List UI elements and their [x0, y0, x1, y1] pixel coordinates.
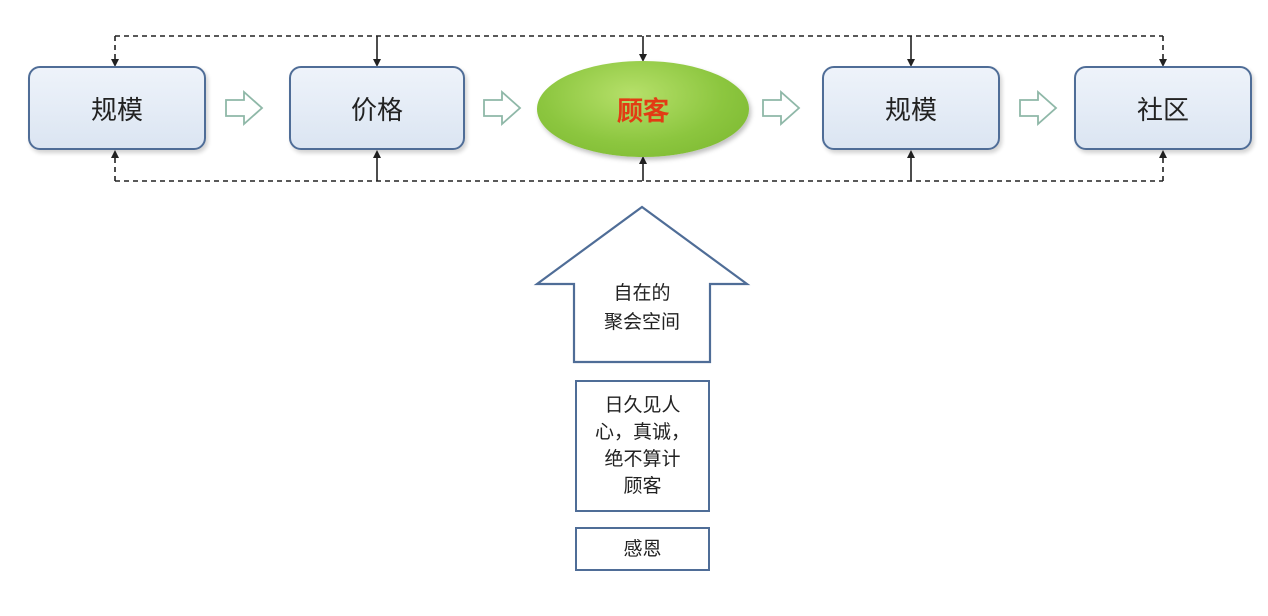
node-customer: 顾客 [537, 61, 749, 157]
foundation-up-arrow [533, 205, 751, 364]
node-customer-label: 顾客 [616, 96, 669, 127]
foundation-arrow-text: 自在的 聚会空间 [603, 282, 680, 333]
node-price: 价格 [289, 66, 465, 150]
gratitude-box: 感恩 [575, 527, 710, 571]
node-scale-2: 规模 [822, 66, 1000, 150]
flow-arrow-2 [483, 89, 522, 127]
flow-arrow-3 [762, 89, 801, 127]
node-community-label: 社区 [1136, 95, 1189, 126]
flow-arrow-4 [1019, 89, 1058, 127]
node-scale-2-label: 规模 [884, 95, 937, 126]
node-scale-1-label: 规模 [90, 95, 143, 126]
sincerity-box: 日久见人 心，真诚， 绝不算计 顾客 [575, 380, 710, 512]
flow-arrow-1 [225, 89, 264, 127]
node-community: 社区 [1074, 66, 1252, 150]
node-scale-1: 规模 [28, 66, 206, 150]
node-price-label: 价格 [350, 95, 403, 126]
